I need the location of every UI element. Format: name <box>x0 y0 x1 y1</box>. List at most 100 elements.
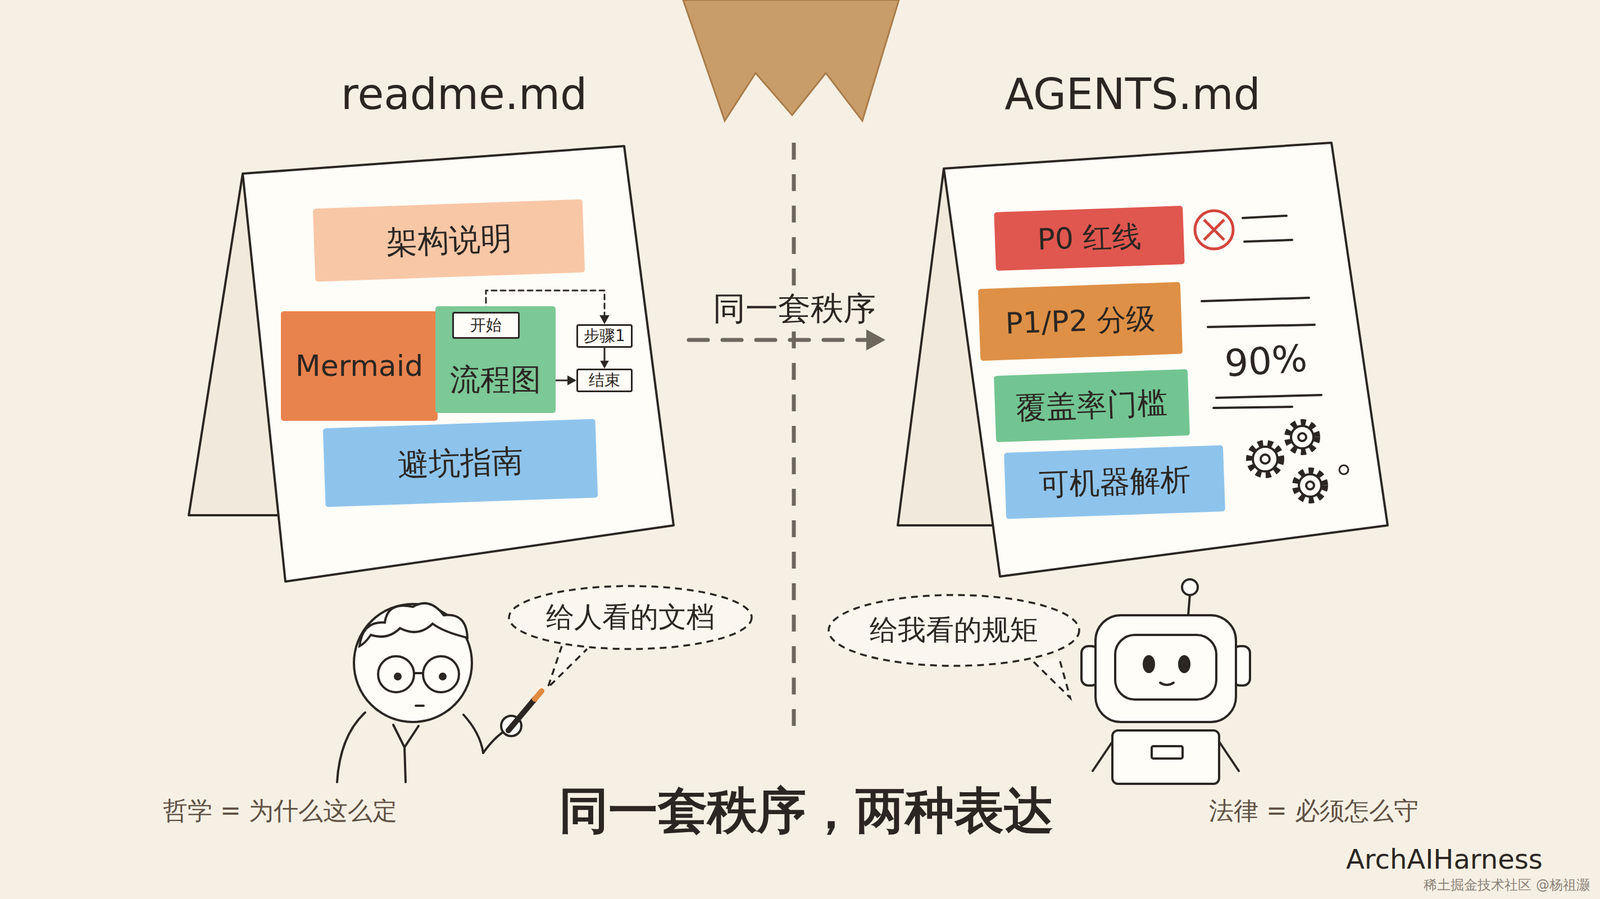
node-text: Mermaid <box>295 349 424 384</box>
note-label: 哲学 = 为什么这么定 <box>162 796 398 826</box>
robot-arm <box>1092 741 1239 771</box>
node-text: 步骤1 <box>583 326 626 345</box>
glasses-bridge <box>414 671 424 675</box>
cross-stroke <box>1203 219 1225 240</box>
connector <box>600 347 609 369</box>
card-face-edge <box>943 142 1388 577</box>
arrow-head <box>567 375 577 386</box>
robot-antenna <box>1188 594 1190 616</box>
robot-panel <box>1151 746 1183 759</box>
note-label: 法律 = 必须怎么守 <box>1208 796 1419 826</box>
brand-label: ArchAIHarness <box>1346 843 1543 875</box>
person-hair <box>359 603 468 647</box>
text-line <box>1244 239 1293 242</box>
gear-teeth <box>1249 443 1281 475</box>
gear-hub <box>1306 481 1315 490</box>
robot-mouth <box>1160 682 1174 685</box>
cross-stroke <box>1203 219 1225 240</box>
connector-label: 同一套秩序 <box>707 288 882 329</box>
flow-step-box: 结束 <box>576 368 633 393</box>
gear-teeth <box>1287 422 1317 452</box>
glasses-lens <box>378 656 415 693</box>
person-eye <box>439 673 446 680</box>
node-text: 给人看的文档 <box>546 601 715 634</box>
dot <box>1339 465 1349 475</box>
robot-figure <box>1081 579 1250 784</box>
card-heading: AGENTS.md <box>1004 69 1261 119</box>
bubble-ellipse <box>828 594 1080 666</box>
gear-icon <box>1249 443 1281 475</box>
node-text: 给我看的规矩 <box>869 614 1039 647</box>
node-text: 可机器解析 <box>1038 461 1192 502</box>
connector-line <box>688 338 875 343</box>
bubble-ellipse <box>508 585 752 649</box>
card-face-edge <box>242 146 674 582</box>
gear-hub <box>1260 454 1270 464</box>
connector <box>555 375 577 386</box>
cross-mark <box>1194 210 1234 249</box>
gear-icon <box>1287 422 1317 452</box>
person-arm <box>483 730 506 753</box>
node-text: 覆盖率门槛 <box>1015 385 1168 426</box>
gear-teeth <box>1295 470 1325 500</box>
node-text: 结束 <box>588 371 621 390</box>
glasses-lens <box>423 656 459 693</box>
node-text: P1/P2 分级 <box>1005 301 1157 341</box>
card-face <box>943 142 1388 577</box>
watermark: 稀土掘金技术社区 @杨祖灏 <box>1423 877 1590 894</box>
flow-step-box: 开始 <box>452 311 520 339</box>
text-line <box>1216 394 1322 398</box>
flow-step-box: 步骤1 <box>576 324 633 348</box>
gear-rim <box>1252 446 1278 472</box>
section-band: 避坑指南 <box>323 419 599 508</box>
caption: 同一套秩序，两种表达 <box>558 782 1054 839</box>
robot-eye <box>1179 656 1190 672</box>
person-eye <box>394 673 401 680</box>
text-line <box>1242 215 1287 218</box>
gear-rim <box>1298 474 1322 497</box>
card-heading: readme.md <box>341 69 588 119</box>
node-text: 流程图 <box>450 362 542 398</box>
person-figure <box>337 603 542 783</box>
document-card: readme.md 架构说明 Mermaid 流程图 开始步骤1 结束避坑指南 <box>179 61 686 590</box>
bubble-tail <box>547 646 588 688</box>
section-band: P1/P2 分级 <box>978 282 1183 361</box>
gear-icon <box>1295 470 1325 500</box>
gear-hub <box>1298 433 1307 442</box>
text-line <box>1207 324 1315 327</box>
card-back-edge <box>897 168 993 526</box>
robot-screen <box>1115 634 1217 700</box>
top-flap <box>683 0 899 121</box>
bubble-tail <box>1033 657 1071 698</box>
node-text: 开始 <box>470 316 502 335</box>
arrow-head <box>866 329 886 350</box>
flowchart-band: 流程图 开始 <box>435 306 556 413</box>
card-back-edge <box>188 173 279 516</box>
node-text: 避坑指南 <box>396 442 524 484</box>
text-line <box>1201 297 1309 302</box>
speech-bubble: 给人看的文档 <box>506 583 754 652</box>
cross-circle <box>1194 210 1234 249</box>
section-band: 架构说明 <box>312 199 585 283</box>
section-band: 覆盖率门槛 <box>993 369 1190 443</box>
connector <box>688 329 886 350</box>
speech-bubble: 给我看的规矩 <box>826 592 1082 668</box>
gear-rim <box>1291 425 1314 449</box>
node-text: 架构说明 <box>385 220 513 261</box>
text-lines <box>1201 215 1322 408</box>
section-band: P0 红线 <box>993 205 1185 271</box>
card-face <box>242 146 674 582</box>
node-text: P0 红线 <box>1037 219 1143 257</box>
text-line <box>1213 406 1293 408</box>
arrow-head <box>600 360 609 369</box>
robot-antenna-ball <box>1182 579 1198 595</box>
robot-eye <box>1143 656 1154 672</box>
arrow-head <box>599 315 610 325</box>
pen <box>508 698 535 731</box>
document-card: AGENTS.md P0 红线 P1/P2 分级覆盖率门槛可机器解析 <box>887 61 1399 590</box>
section-band: 可机器解析 <box>1003 444 1226 520</box>
person-mouth <box>415 704 424 707</box>
section-band: Mermaid <box>280 311 438 421</box>
